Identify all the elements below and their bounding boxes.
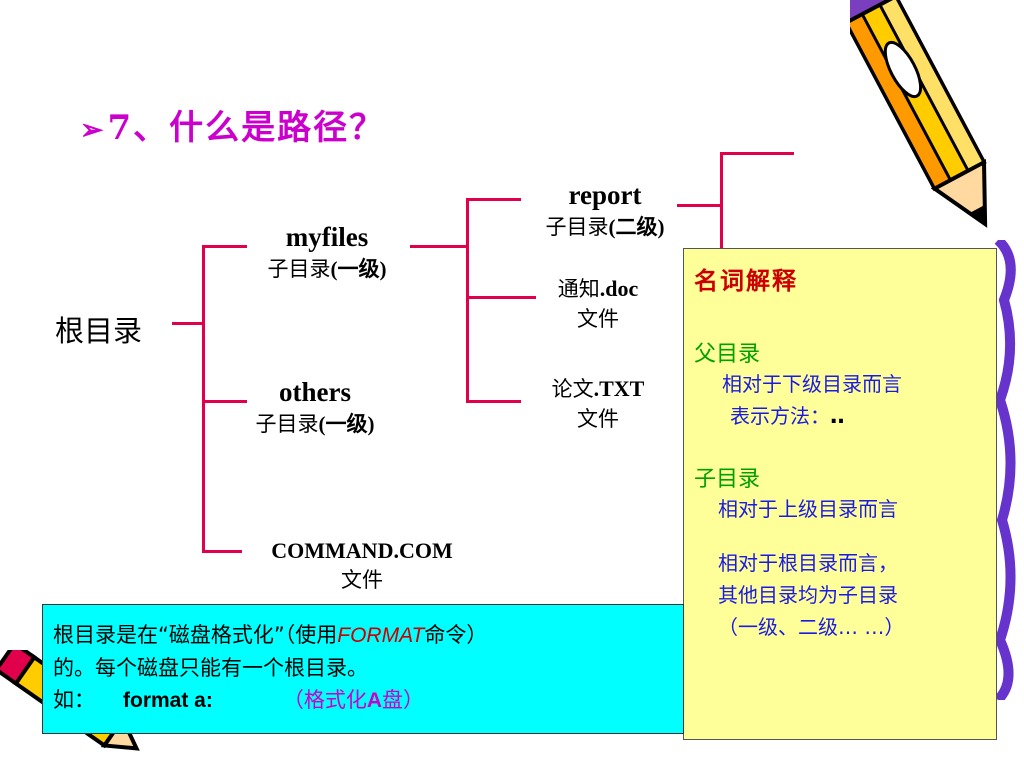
- node-name: report: [568, 180, 642, 210]
- node-type: 文件: [341, 568, 383, 592]
- node-name: 论文.TXT: [551, 376, 645, 401]
- info-line: 如：format a:（格式化A盘）: [53, 688, 425, 712]
- format-example-command: format a:: [123, 689, 213, 712]
- parent-dir-symbol: ‥: [830, 404, 845, 429]
- glossary-desc: 相对于上级目录而言: [718, 497, 898, 521]
- glossary-desc: 表示方法：‥: [730, 404, 845, 429]
- node-type: 文件: [577, 407, 619, 431]
- node-type: 子目录(二级): [545, 215, 665, 239]
- glossary-desc: 相对于根目录而言，: [718, 551, 898, 575]
- pencil-shadow-icon: [994, 240, 1016, 700]
- glossary-title: 名词解释: [694, 267, 798, 295]
- slide-title-text: 7、什么是路径？: [107, 108, 386, 148]
- node-name: 通知.doc: [557, 276, 639, 301]
- tree-node-command-com: COMMAND.COM 文件: [240, 538, 484, 594]
- tree-node-report: report 子目录(二级): [510, 180, 700, 241]
- glossary-desc: 其他目录均为子目录: [718, 583, 898, 607]
- node-type: 子目录(一级): [267, 257, 387, 281]
- bullet-arrow-icon: ➢: [80, 113, 106, 146]
- tree-node-myfiles: myfiles 子目录(一级): [232, 222, 422, 283]
- tree-node-notice-doc: 通知.doc 文件: [530, 274, 666, 334]
- glossary-desc: （一级、二级… …）: [718, 615, 905, 639]
- format-command: FORMAT: [337, 624, 425, 647]
- glossary-term-parent: 父目录: [694, 342, 761, 367]
- root-directory-label: 根目录: [55, 314, 143, 348]
- format-example-note: （格式化A盘）: [282, 688, 425, 712]
- node-name: others: [279, 377, 351, 407]
- node-type: 子目录(一级): [255, 412, 375, 436]
- glossary-desc: 相对于下级目录而言: [722, 372, 902, 396]
- pencil-icon: [850, 0, 988, 228]
- node-name: COMMAND.COM: [271, 538, 453, 563]
- node-type: 文件: [577, 307, 619, 331]
- glossary-term-child: 子目录: [694, 467, 761, 492]
- info-line: 的。每个磁盘只能有一个根目录。: [53, 656, 368, 680]
- glossary-box: 名词解释 父目录 相对于下级目录而言 表示方法：‥ 子目录 相对于上级目录而言 …: [683, 248, 997, 740]
- tree-node-others: others 子目录(一级): [220, 377, 410, 438]
- info-line: 根目录是在“磁盘格式化”（使用FORMAT命令）: [53, 623, 488, 647]
- slide-title: ➢7、什么是路径？: [80, 100, 385, 149]
- tree-node-paper-txt: 论文.TXT 文件: [528, 374, 668, 434]
- node-name: myfiles: [285, 222, 369, 252]
- root-directory-info-box: 根目录是在“磁盘格式化”（使用FORMAT命令） 的。每个磁盘只能有一个根目录。…: [42, 604, 684, 734]
